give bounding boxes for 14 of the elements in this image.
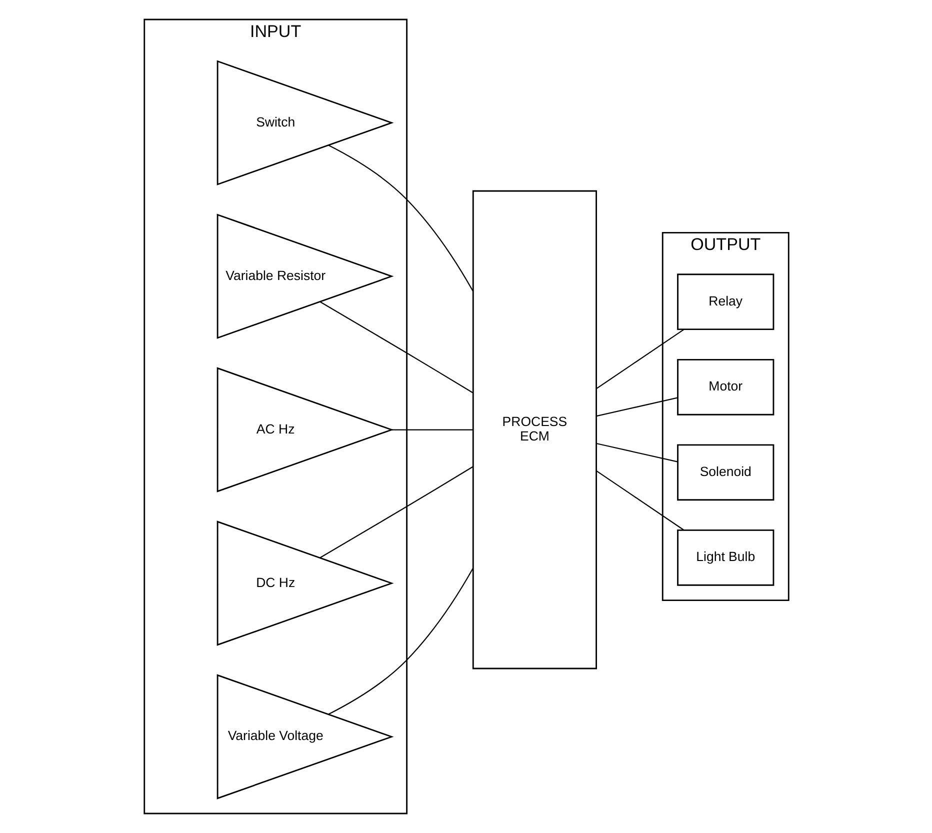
node-box: PROCESS ECM — [472, 190, 596, 670]
node-box: Relay — [676, 274, 774, 330]
connector — [319, 301, 473, 394]
connector — [596, 328, 684, 390]
node-box: Motor — [676, 358, 774, 416]
node-box: Light Bulb — [676, 529, 774, 586]
connector — [596, 397, 678, 417]
connector — [328, 144, 474, 292]
connector — [328, 568, 474, 715]
connector — [596, 442, 678, 462]
node-box: Solenoid — [676, 444, 774, 501]
connector — [391, 429, 472, 430]
connector — [596, 470, 684, 531]
connector — [319, 466, 473, 558]
